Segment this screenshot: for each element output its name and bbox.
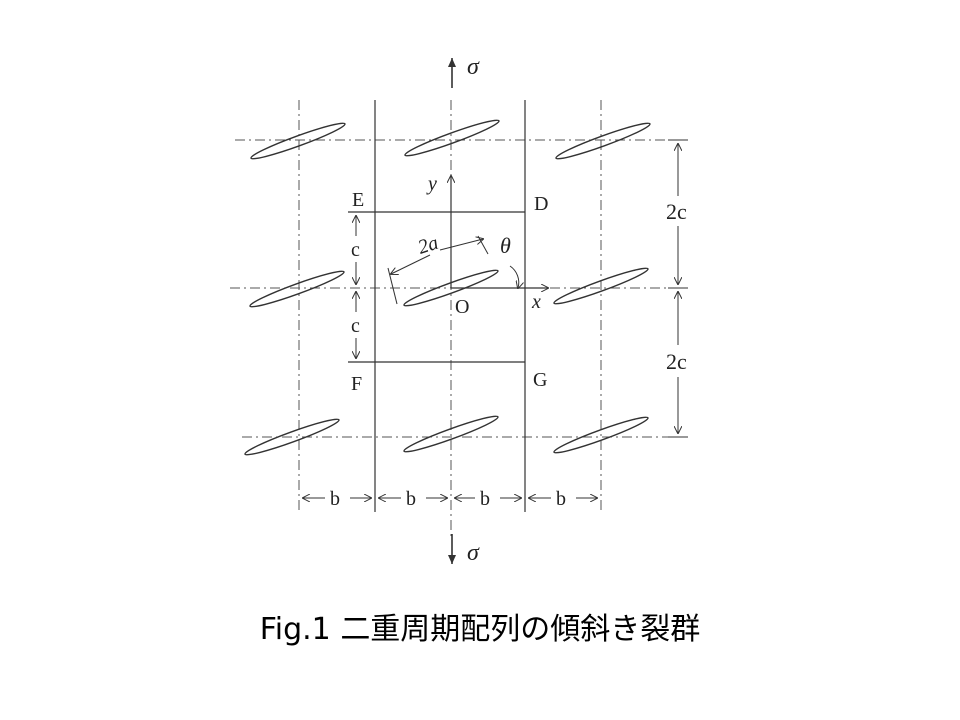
caption-prefix: Fig.1 [259, 612, 331, 647]
x-axis-label: x [531, 291, 541, 313]
crack [244, 418, 340, 456]
caption-text: 二重周期配列の傾斜き裂群 [340, 612, 701, 647]
crack-length-dimension [387, 235, 489, 305]
inclined-cracks [244, 119, 651, 456]
crack [553, 416, 649, 454]
stress-label-bottom: σ [467, 540, 480, 566]
origin-label: O [455, 296, 469, 318]
point-label-F: F [351, 373, 362, 395]
y-axis-label: y [426, 173, 437, 195]
spacing-label-b3: b [480, 488, 490, 510]
spacing-label-b2: b [406, 488, 416, 510]
point-label-E: E [352, 189, 364, 211]
centerlines [230, 100, 680, 540]
crack [555, 122, 651, 160]
figure-caption: Fig.1 二重周期配列の傾斜き裂群 [0, 604, 960, 648]
local-axes [451, 176, 548, 288]
crack [250, 122, 346, 160]
angle-label: θ [500, 233, 511, 258]
crack [249, 270, 345, 308]
crack [403, 269, 499, 307]
crack [553, 267, 649, 305]
crack-length-label: 2a [415, 232, 441, 259]
point-label-G: G [533, 369, 547, 391]
full-period-dimensions [668, 139, 688, 438]
crack [403, 415, 499, 453]
half-period-label-upper: c [351, 239, 360, 261]
stress-label-top: σ [467, 54, 480, 80]
full-period-label-upper: 2c [666, 199, 687, 224]
cell-boundaries [348, 100, 526, 512]
point-label-D: D [534, 193, 548, 215]
angle-arc [509, 265, 519, 288]
spacing-label-b1: b [330, 488, 340, 510]
full-period-label-lower: 2c [666, 349, 687, 374]
crack [404, 119, 500, 157]
half-period-label-lower: c [351, 315, 360, 337]
spacing-label-b4: b [556, 488, 566, 510]
